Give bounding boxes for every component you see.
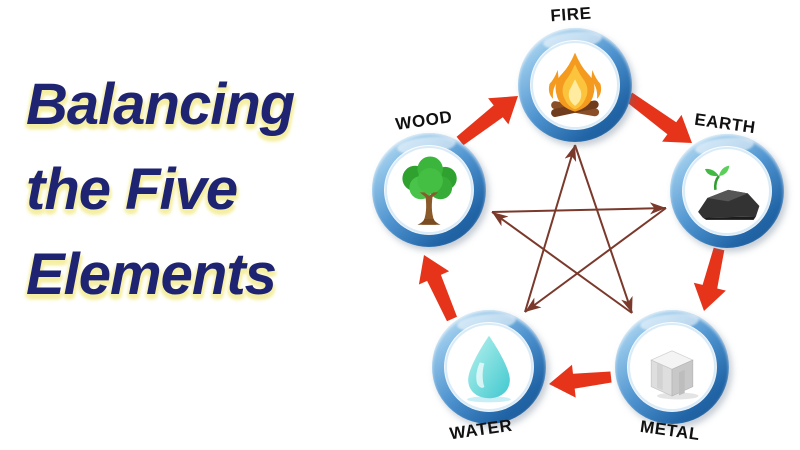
generating-arrow-wood-fire [456, 96, 518, 146]
generating-arrow-fire-earth [625, 92, 692, 143]
generating-arrow-water-wood [418, 255, 457, 322]
node-earth [670, 134, 784, 248]
node-inner [683, 147, 771, 235]
node-inner [531, 41, 619, 129]
controlling-arrow-wood-earth [491, 202, 667, 215]
page-title: Balancing the Five Elements [26, 62, 295, 317]
controlling-arrow-water-fire [524, 144, 577, 313]
generating-arrow-metal-water [549, 364, 612, 398]
generating-arrow-earth-metal [693, 247, 726, 311]
node-metal [615, 310, 729, 424]
campfire-icon [548, 52, 602, 117]
title-line-3: Elements [26, 242, 277, 307]
node-water [432, 310, 546, 424]
water-drop-icon [467, 335, 511, 403]
controlling-arrow-fire-metal [574, 144, 633, 314]
controlling-arrow-metal-wood [491, 211, 633, 314]
tree-icon [402, 156, 457, 225]
title-line-1: Balancing [26, 72, 295, 137]
controlling-arrow-earth-water [524, 207, 667, 313]
rock-with-sprout-icon [698, 165, 760, 220]
title-line-2: the Five [26, 157, 238, 222]
metal-cube-icon [650, 350, 699, 400]
node-inner [628, 323, 716, 411]
node-label-fire: FIRE [549, 3, 593, 26]
node-inner [385, 146, 473, 234]
node-fire [518, 28, 632, 142]
node-inner [445, 323, 533, 411]
node-wood [372, 133, 486, 247]
